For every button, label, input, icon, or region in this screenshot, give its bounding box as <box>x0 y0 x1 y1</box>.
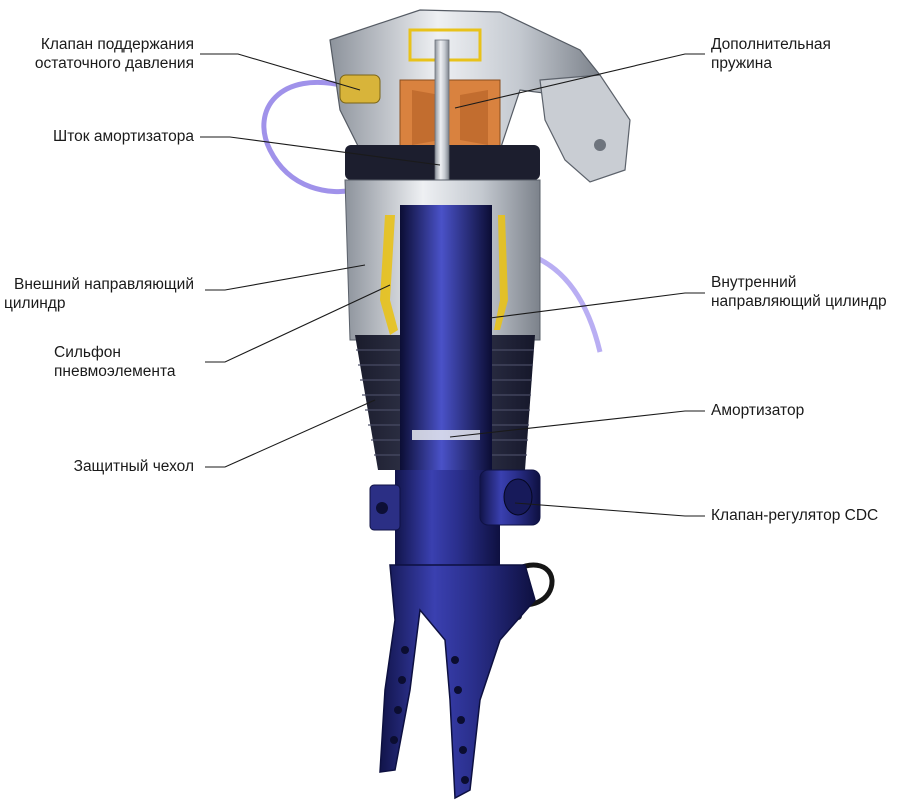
label-shock-absorber: Амортизатор <box>711 401 804 420</box>
leader-additional-spring <box>454 53 705 109</box>
label-cdc-valve: Клапан-регулятор CDC <box>711 506 878 525</box>
label-inner-guide-cylinder: Внутренний направляющий цилиндр <box>711 273 887 311</box>
label-residual-pressure-valve-line1: Клапан поддержания <box>40 36 194 53</box>
bracket-hole <box>594 139 606 151</box>
leader-inner-guide-cylinder <box>489 292 705 319</box>
label-protective-boot-line1: Защитный чехол <box>73 458 194 475</box>
label-shock-rod-line1: Шток амортизатора <box>53 128 194 145</box>
label-cdc-valve-line1: Клапан-регулятор CDC <box>711 507 879 524</box>
leader-outer-guide-cylinder <box>205 264 366 291</box>
leader-air-spring-bellows <box>205 284 391 363</box>
fork-holes <box>390 646 469 784</box>
shock-rod <box>434 39 450 191</box>
leader-protective-boot <box>205 399 376 468</box>
label-inner-guide-cylinder-line2: направляющий цилиндр <box>711 293 887 310</box>
label-residual-pressure-valve-line2: остаточного давления <box>34 55 194 72</box>
fork <box>379 564 536 800</box>
piston-band <box>412 430 480 440</box>
label-additional-spring: Дополнительная пружина <box>711 35 831 73</box>
leader-residual-pressure-valve <box>200 53 361 91</box>
label-outer-guide-cylinder-tail: цилиндр <box>4 294 65 313</box>
label-additional-spring-line1: Дополнительная <box>711 36 831 53</box>
label-additional-spring-line2: пружина <box>711 55 772 72</box>
label-inner-guide-cylinder-line1: Внутренний <box>711 274 797 291</box>
label-residual-pressure-valve: Клапан поддержания остаточного давления <box>35 35 194 73</box>
top-seal <box>408 28 482 62</box>
hose-right <box>529 252 603 353</box>
leader-lines <box>200 53 705 517</box>
hose-left <box>261 79 356 195</box>
label-outer-guide-cylinder: Внешний направляющий <box>14 275 194 294</box>
mount-bracket <box>539 74 631 183</box>
label-outer-guide-cylinder-line2: цилиндр <box>4 295 66 312</box>
residual-pressure-valve <box>339 74 381 104</box>
label-air-spring-bellows-line2: пневмоэлемента <box>54 363 176 380</box>
label-air-spring-bellows-line1: Сильфон <box>54 344 121 361</box>
label-protective-boot: Защитный чехол <box>74 457 194 476</box>
label-shock-rod: Шток амортизатора <box>53 127 194 146</box>
leader-cdc-valve <box>514 502 705 517</box>
air-spring-bellows <box>380 215 398 335</box>
leader-shock-absorber <box>449 410 705 438</box>
label-air-spring-bellows: Сильфон пневмоэлемента <box>54 343 176 381</box>
label-shock-absorber-line1: Амортизатор <box>711 402 805 419</box>
leader-shock-rod <box>200 136 441 166</box>
label-outer-guide-cylinder-line1: Внешний направляющий <box>14 276 194 293</box>
